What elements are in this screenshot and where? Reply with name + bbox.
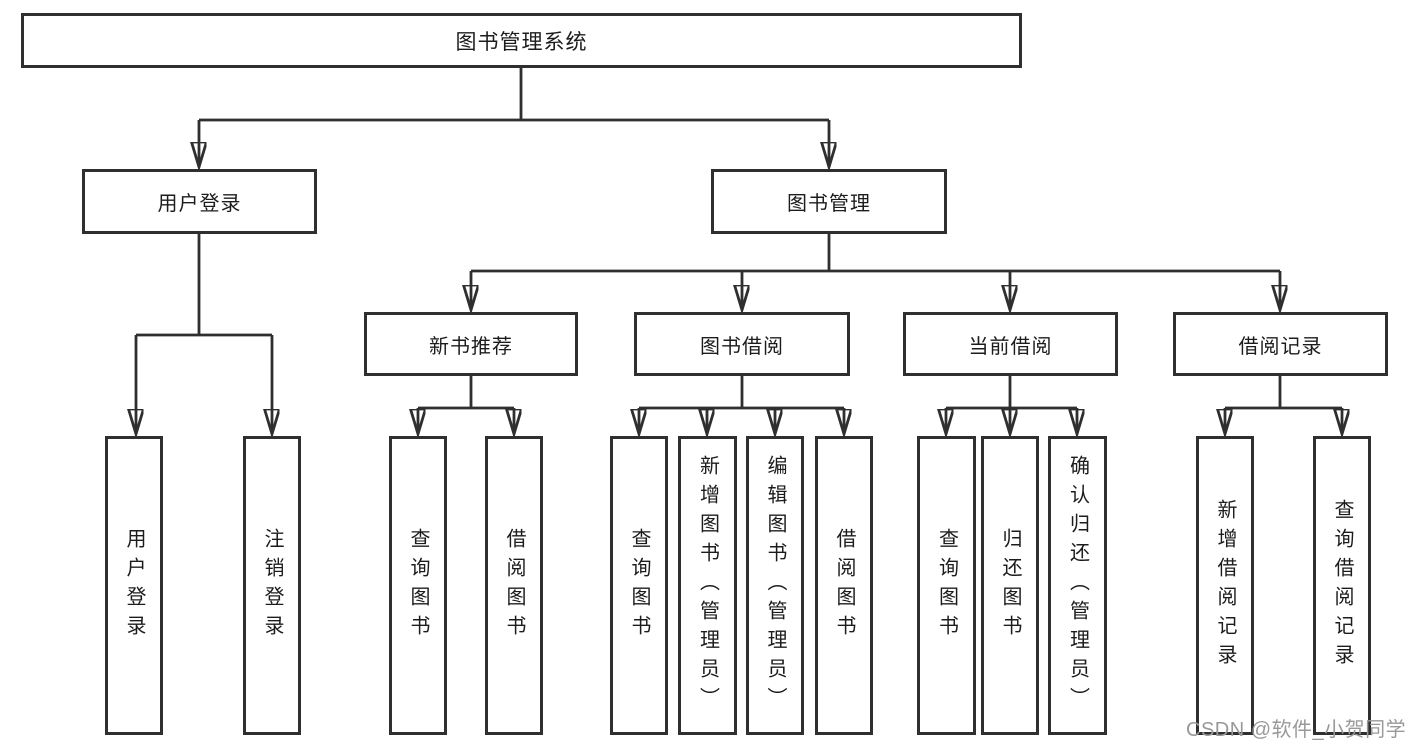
connector-user-login-to-leaves (136, 234, 272, 434)
connector-root-to-level2 (199, 68, 829, 167)
leaf-borrow-book-newrec: 借阅图书 (485, 436, 543, 735)
leaf-query-borrow-record-label: 查询借阅记录 (1331, 498, 1353, 673)
node-borrow-records: 借阅记录 (1173, 312, 1388, 376)
node-new-book-recommend: 新书推荐 (364, 312, 578, 376)
leaf-add-book-admin: 新增图书（管理员） (678, 436, 737, 735)
csdn-watermark: CSDN @软件_小贺同学 (1186, 719, 1405, 741)
connector-new-book-recommend-to-leaves (418, 376, 514, 434)
leaf-edit-book-admin-label: 编辑图书（管理员） (764, 455, 786, 716)
leaf-query-book-borrow: 查询图书 (610, 436, 668, 735)
node-root-label: 图书管理系统 (455, 30, 588, 54)
leaf-query-book-newrec: 查询图书 (389, 436, 447, 735)
leaf-borrow-book-newrec-label: 借阅图书 (503, 527, 525, 644)
leaf-user-login: 用户登录 (105, 436, 163, 735)
node-current-borrow: 当前借阅 (903, 312, 1118, 376)
leaf-add-borrow-record-label: 新增借阅记录 (1214, 498, 1236, 673)
node-root: 图书管理系统 (21, 13, 1022, 68)
node-book-borrow: 图书借阅 (634, 312, 850, 376)
leaf-query-book-newrec-label: 查询图书 (407, 527, 429, 644)
connector-book-borrow-to-leaves (639, 376, 844, 434)
leaf-confirm-return-admin: 确认归还（管理员） (1048, 436, 1107, 735)
leaf-add-borrow-record: 新增借阅记录 (1196, 436, 1254, 735)
node-user-login: 用户登录 (82, 169, 317, 234)
leaf-add-book-admin-label: 新增图书（管理员） (696, 455, 719, 716)
node-book-management-label: 图书管理 (787, 193, 871, 215)
leaf-return-book-label: 归还图书 (999, 527, 1021, 644)
node-new-book-recommend-label: 新书推荐 (429, 335, 513, 358)
connector-borrow-records-to-leaves (1225, 376, 1342, 434)
node-book-management: 图书管理 (711, 169, 947, 234)
leaf-user-login-label: 用户登录 (123, 527, 145, 644)
node-borrow-records-label: 借阅记录 (1238, 335, 1323, 358)
leaf-borrow-book-label: 借阅图书 (833, 527, 855, 644)
leaf-logout-label: 注销登录 (261, 527, 283, 644)
connector-book-management-to-level3 (471, 234, 1280, 310)
leaf-query-book-current: 查询图书 (917, 436, 976, 735)
node-user-login-label: 用户登录 (157, 193, 242, 215)
node-book-borrow-label: 图书借阅 (700, 335, 784, 358)
leaf-borrow-book: 借阅图书 (815, 436, 873, 735)
connector-current-borrow-to-leaves (946, 376, 1077, 434)
leaf-query-book-current-label: 查询图书 (935, 527, 958, 644)
leaf-return-book: 归还图书 (981, 436, 1039, 735)
leaf-logout: 注销登录 (243, 436, 301, 735)
leaf-confirm-return-admin-label: 确认归还（管理员） (1066, 455, 1089, 716)
leaf-query-book-borrow-label: 查询图书 (628, 527, 650, 644)
leaf-edit-book-admin: 编辑图书（管理员） (746, 436, 804, 735)
leaf-query-borrow-record: 查询借阅记录 (1313, 436, 1371, 735)
node-current-borrow-label: 当前借阅 (968, 335, 1053, 358)
